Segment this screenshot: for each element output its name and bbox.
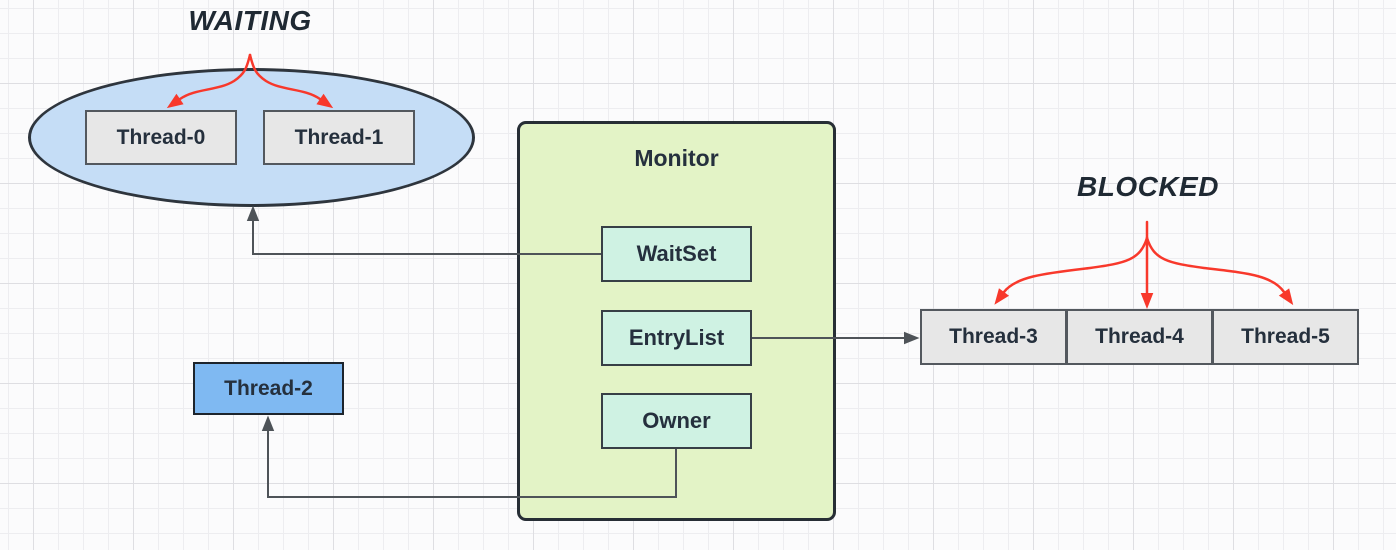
blocked-arrow-left: [994, 236, 1149, 305]
monitor-title: Monitor: [634, 145, 719, 171]
thread-4-node: Thread-4: [1068, 311, 1214, 363]
thread-3-node: Thread-3: [922, 311, 1068, 363]
thread-2-node: Thread-2: [193, 362, 344, 415]
thread-5-node: Thread-5: [1241, 325, 1330, 348]
thread-1-node: Thread-1: [263, 110, 415, 165]
blocked-threads-row: Thread-3 Thread-4 Thread-5: [920, 309, 1359, 365]
waiting-state-label: WAITING: [188, 5, 312, 36]
waitset-node: WaitSet: [601, 226, 752, 282]
owner-node: Owner: [601, 393, 752, 449]
entrylist-node: EntryList: [601, 310, 752, 366]
blocked-state-label: BLOCKED: [1077, 171, 1219, 202]
blocked-arrow-right: [1145, 236, 1294, 306]
thread-0-node: Thread-0: [85, 110, 237, 165]
